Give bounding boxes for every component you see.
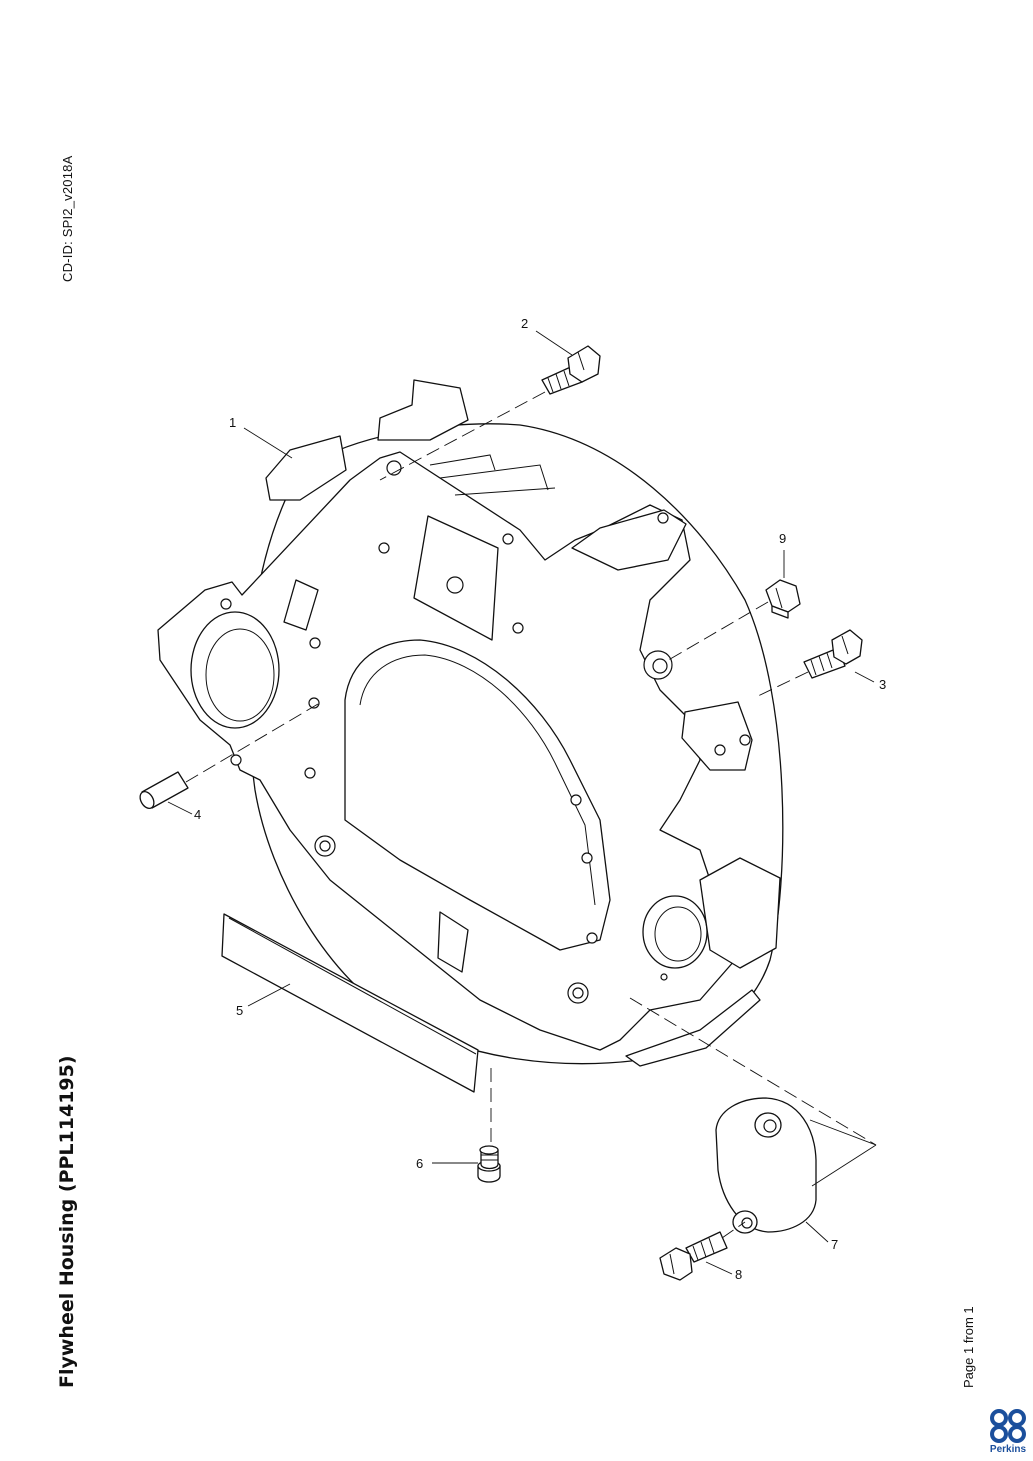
nut-part-9 <box>765 579 801 619</box>
callout-7: 7 <box>831 1237 838 1252</box>
flywheel-housing-part <box>157 379 784 1067</box>
bolt-part-8 <box>659 1231 728 1281</box>
callout-5: 5 <box>236 1003 243 1018</box>
seal-strip-part-5 <box>221 913 479 1093</box>
perkins-logo: Perkins <box>986 1408 1030 1460</box>
callout-3: 3 <box>879 677 886 692</box>
bolt-part-3 <box>803 629 863 679</box>
bolt-part-2 <box>541 345 601 395</box>
cover-plate-part-7 <box>715 1097 817 1234</box>
callout-8: 8 <box>735 1267 742 1282</box>
callout-6: 6 <box>416 1156 423 1171</box>
callout-leaders <box>167 330 875 1275</box>
plug-part-6 <box>477 1145 501 1183</box>
perkins-logo-icon <box>990 1409 1026 1443</box>
assembly-lines <box>185 391 877 1239</box>
callout-4: 4 <box>194 807 201 822</box>
dowel-pin-part-4 <box>139 771 189 810</box>
callout-numbers: 1 2 3 4 5 6 7 8 9 <box>194 316 886 1282</box>
callout-1: 1 <box>229 415 236 430</box>
callout-2: 2 <box>521 316 528 331</box>
logo-text: Perkins <box>989 1444 1027 1455</box>
callout-9: 9 <box>779 531 786 546</box>
